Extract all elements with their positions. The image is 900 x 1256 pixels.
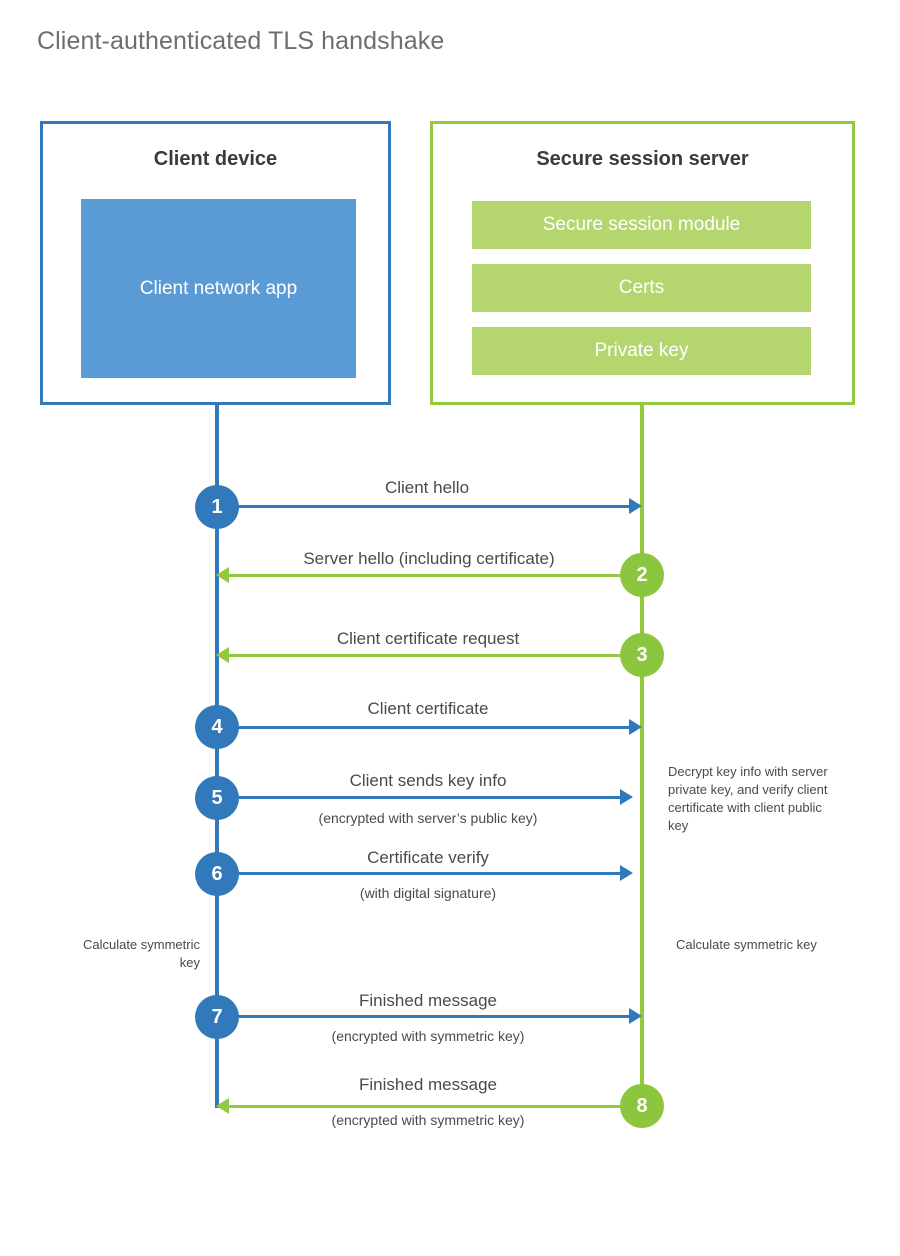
step-1-arrow-line [217,505,629,508]
step-7-marker: 7 [195,995,239,1039]
step-8-arrow-line [225,1105,641,1108]
step-5-arrow-line [217,796,620,799]
step-6-arrow-line [217,872,620,875]
step-7-label: Finished message [359,991,497,1010]
server-item-private-key: Private key [472,327,811,375]
server-calculate-symmetric-key-note: Calculate symmetric key [676,937,817,952]
step-6-arrow-head [620,865,633,881]
step-3-arrow-head [216,647,229,663]
step-4-label: Client certificate [367,699,489,718]
step-2-marker: 2 [620,553,664,597]
step-8-marker: 8 [620,1084,664,1128]
step-8-arrow-head [216,1098,229,1114]
step-3-arrow-line [225,654,641,657]
step-3-marker: 3 [620,633,664,677]
secure-session-server-title: Secure session server [536,148,749,170]
server-decrypt-note: Decrypt key info with server private key… [668,764,828,833]
step-2-label: Server hello (including certificate) [303,549,555,568]
step-4-arrow-line [217,726,629,729]
step-5-arrow-head [620,789,633,805]
server-item-certs: Certs [472,264,811,312]
actor-box-client-device: Client device Client network app [40,121,391,405]
client-network-app-box: Client network app [81,199,356,378]
step-5-marker: 5 [195,776,239,820]
step-6-marker: 6 [195,852,239,896]
step-7-sublabel: (encrypted with symmetric key) [331,1028,525,1044]
step-8-label: Finished message [359,1075,497,1094]
step-3-label: Client certificate request [336,629,520,648]
client-device-title: Client device [153,148,278,170]
step-5-sublabel: (encrypted with server’s public key) [318,810,538,826]
step-1-arrow-head [629,498,642,514]
actor-box-secure-session-server: Secure session server Secure session mod… [430,121,855,405]
page-title: Client-authenticated TLS handshake [37,27,445,55]
step-6-label: Certificate verify [367,848,489,867]
server-lifeline [640,402,644,1108]
client-lifeline [215,402,219,1108]
step-1-marker: 1 [195,485,239,529]
step-4-marker: 4 [195,705,239,749]
server-item-secure-session-module: Secure session module [472,201,811,249]
step-2-arrow-line [225,574,641,577]
step-1-label: Client hello [384,478,470,497]
step-7-arrow-line [217,1015,629,1018]
step-2-arrow-head [216,567,229,583]
client-calculate-symmetric-key-note: Calculate symmetric key [82,937,200,970]
step-4-arrow-head [629,719,642,735]
step-7-arrow-head [629,1008,642,1024]
step-8-sublabel: (encrypted with symmetric key) [331,1112,525,1128]
step-5-label: Client sends key info [349,771,507,790]
step-6-sublabel: (with digital signature) [359,885,497,901]
